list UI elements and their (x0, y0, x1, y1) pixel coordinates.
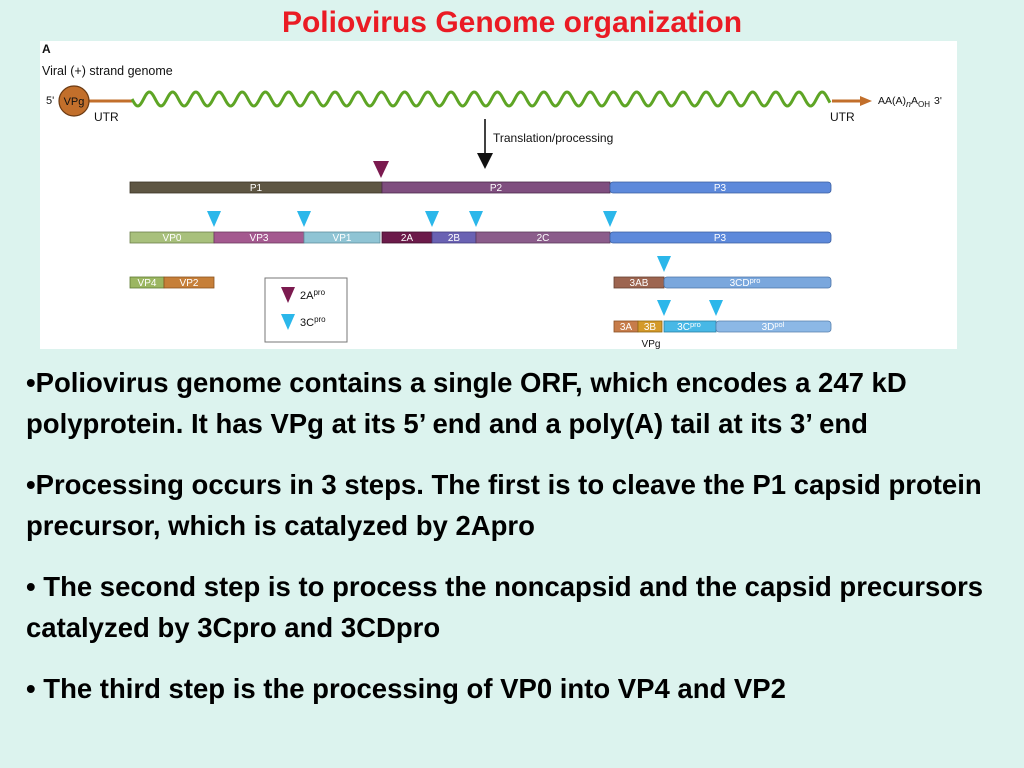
p3-segment (609, 181, 832, 194)
cleavage-3c-marker (425, 211, 439, 227)
3cd-segment (663, 276, 832, 289)
vp1-label: VP1 (333, 233, 352, 244)
3a-label: 3A (620, 322, 633, 333)
2b-label: 2B (448, 233, 461, 244)
3d-label: 3Dpol (762, 320, 785, 333)
3b-segment (637, 320, 663, 333)
vp4-label: VP4 (138, 278, 157, 289)
translation-label: Translation/processing (493, 131, 613, 145)
bullet-item: •Processing occurs in 3 steps. The first… (26, 469, 982, 541)
vp2-label: VP2 (180, 278, 199, 289)
cleavage-3c-marker (657, 300, 671, 316)
legend: 2Apro 3Cpro (264, 277, 348, 343)
2c-label: 2C (537, 233, 550, 244)
vp1-segment (303, 231, 381, 244)
cleavage-3c-marker (207, 211, 221, 227)
3c-label: 3Cpro (677, 320, 701, 333)
cleavage-3c-marker (603, 211, 617, 227)
cleavage-3c-marker (709, 300, 723, 316)
legend-3c-label: 3Cpro (300, 315, 326, 329)
cleavage-3c-marker (657, 256, 671, 272)
vpg-circle (58, 85, 90, 117)
genome-figure: A Viral (+) strand genome 5' VPg UTR UTR… (40, 41, 957, 349)
bullet-item: • The third step is the processing of VP… (26, 673, 786, 704)
row3-3ab-3cd: 3AB 3CDpro (613, 276, 832, 289)
vp3-label: VP3 (250, 233, 269, 244)
p3-label: P3 (714, 183, 727, 194)
utr-right-label: UTR (830, 110, 855, 124)
genome-caption: Viral (+) strand genome (42, 64, 173, 78)
bullet-item: •Poliovirus genome contains a single ORF… (26, 367, 907, 439)
row3-vp4-vp2: VP4 VP2 (129, 276, 215, 289)
cleavage-3c-marker (297, 211, 311, 227)
p3-segment-row2 (609, 231, 832, 244)
row1-polyprotein: P1 P2 P3 (129, 181, 832, 194)
vp2-segment (163, 276, 215, 289)
p3-row2-label: P3 (714, 233, 727, 244)
3ab-label: 3AB (630, 278, 649, 289)
vp0-label: VP0 (163, 233, 182, 244)
2a-label: 2A (401, 233, 414, 244)
right-utr-arrowhead (860, 96, 872, 106)
3d-segment (715, 320, 832, 333)
3b-label: 3B (644, 322, 657, 333)
legend-2a-marker (281, 287, 295, 303)
slide-title: Poliovirus Genome organization (281, 6, 743, 39)
legend-3c-marker (281, 314, 295, 330)
bullet-list: •Poliovirus genome contains a single ORF… (26, 362, 1016, 729)
cleavage-3c-marker (469, 211, 483, 227)
row2-3c-cleavage-markers (207, 211, 617, 227)
legend-2a-label: 2Apro (300, 288, 326, 302)
3cd-label: 3CDpro (730, 276, 761, 289)
utr-left-label: UTR (94, 110, 119, 124)
rna-wave (130, 90, 832, 108)
legend-box (264, 277, 348, 343)
row2-polyprotein: VP0 VP3 VP1 2A 2B 2C P3 (129, 231, 832, 244)
cleavage-2a-marker (373, 161, 389, 178)
row4-segments: 3A 3B 3Cpro 3Dpol VPg (613, 320, 832, 349)
p2-label: P2 (490, 183, 503, 194)
five-prime-label: 5' (46, 95, 54, 107)
row4-vpg-label: VPg (642, 339, 661, 349)
bullet-item: • The second step is to process the nonc… (26, 571, 984, 643)
panel-label: A (42, 42, 51, 56)
vpg-label: VPg (64, 96, 85, 108)
p1-label: P1 (250, 183, 263, 194)
